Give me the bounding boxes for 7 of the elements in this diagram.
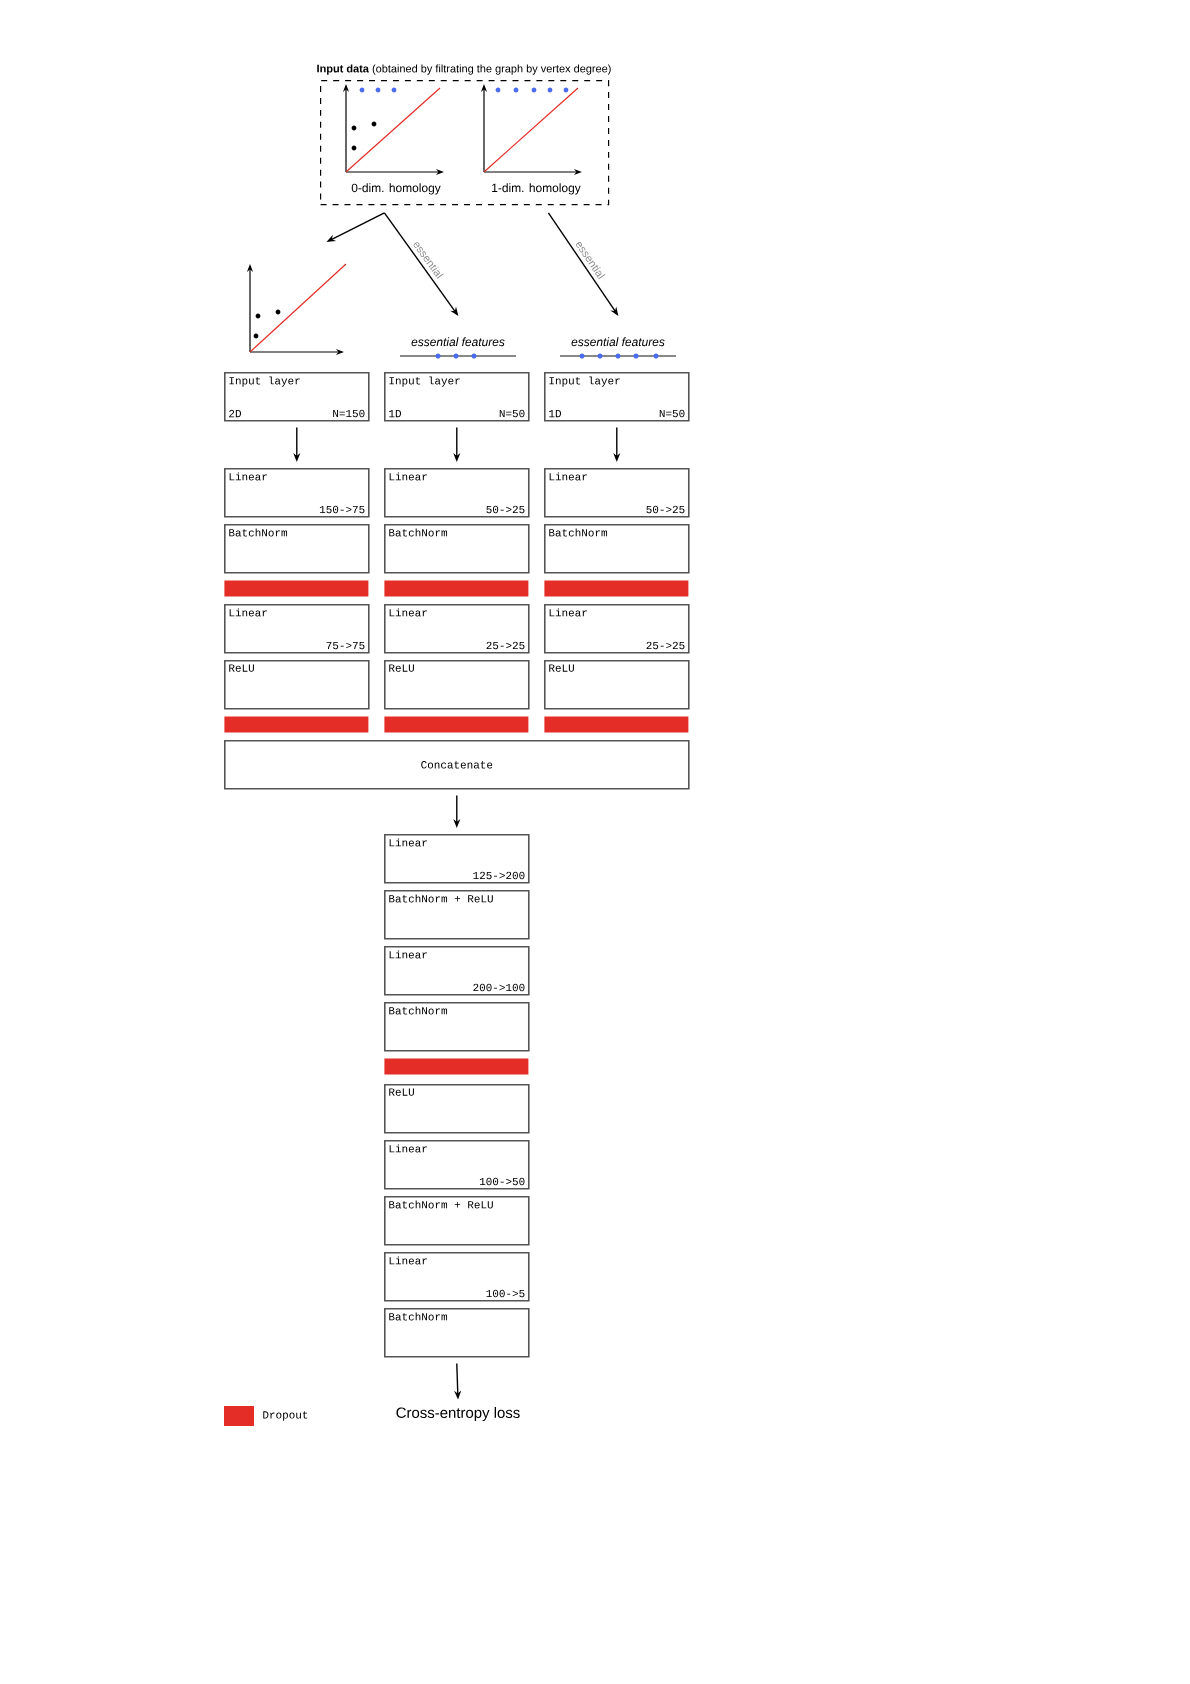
dropout-bar <box>384 580 529 597</box>
dropout-bar <box>544 580 689 597</box>
dropout-bar <box>384 1058 529 1075</box>
dropout-bar <box>224 716 369 733</box>
dropout-bar <box>224 580 369 597</box>
dropout-bar <box>384 716 529 733</box>
dropout-bar <box>544 716 689 733</box>
